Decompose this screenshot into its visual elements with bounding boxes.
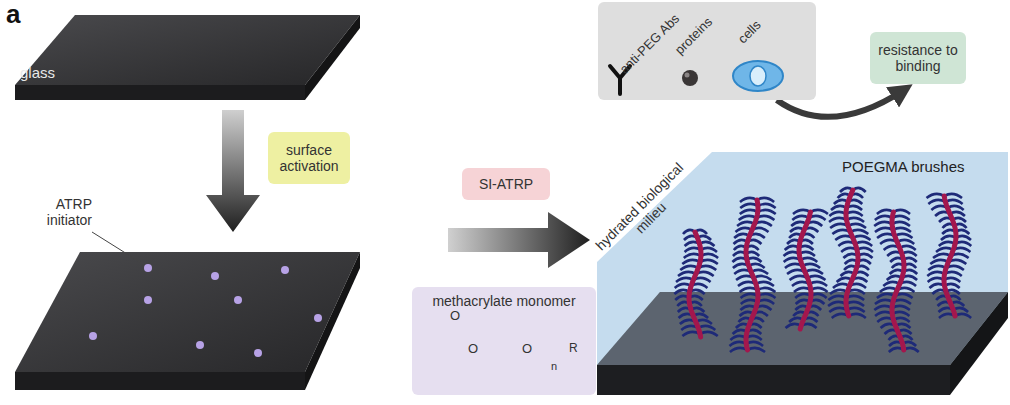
leader-line	[92, 232, 143, 264]
node-text: cells	[736, 18, 765, 47]
process-arrow	[448, 212, 590, 268]
result-box: resistance to binding	[870, 32, 966, 84]
region-label: POEGMA brushes	[842, 158, 965, 175]
backbone	[944, 196, 956, 316]
atom-label: O	[522, 342, 532, 357]
polymer-brushes	[674, 188, 971, 352]
monomer-box: methacrylate monomer	[412, 287, 596, 395]
atom-label: O	[468, 342, 478, 357]
node-text: resistance to binding	[878, 42, 958, 74]
side-chains	[674, 230, 718, 336]
glass-plate	[15, 252, 360, 390]
node-text: anti-PEG Abs	[617, 11, 683, 77]
callout-label: ATRP initiator	[22, 196, 92, 228]
node-text: SI-ATRP	[479, 176, 533, 192]
side-chains	[784, 210, 828, 328]
side-chains	[926, 194, 971, 318]
node-text: methacrylate monomer	[432, 293, 575, 309]
analyte-box: anti-PEG Absproteinscells	[598, 2, 816, 100]
side-chains	[729, 198, 775, 352]
subscript-label: n	[551, 360, 557, 373]
side-chains	[828, 188, 873, 318]
node-text: surface activation	[276, 142, 342, 174]
backbone	[746, 200, 758, 350]
material-label: glass	[20, 64, 55, 81]
initiator-dots	[89, 264, 322, 357]
backbone	[689, 232, 701, 337]
group-label: R	[569, 342, 578, 356]
glass-plate	[15, 15, 360, 100]
backbone	[799, 212, 811, 329]
backbone	[846, 190, 858, 316]
panel-letter: a	[6, 0, 20, 30]
backbone	[892, 212, 904, 350]
step-box: SI-ATRP	[462, 168, 550, 200]
process-arrow	[206, 110, 260, 232]
step-box: surface activation	[268, 132, 350, 184]
atom-label: O	[450, 309, 460, 324]
side-chains	[874, 210, 919, 352]
